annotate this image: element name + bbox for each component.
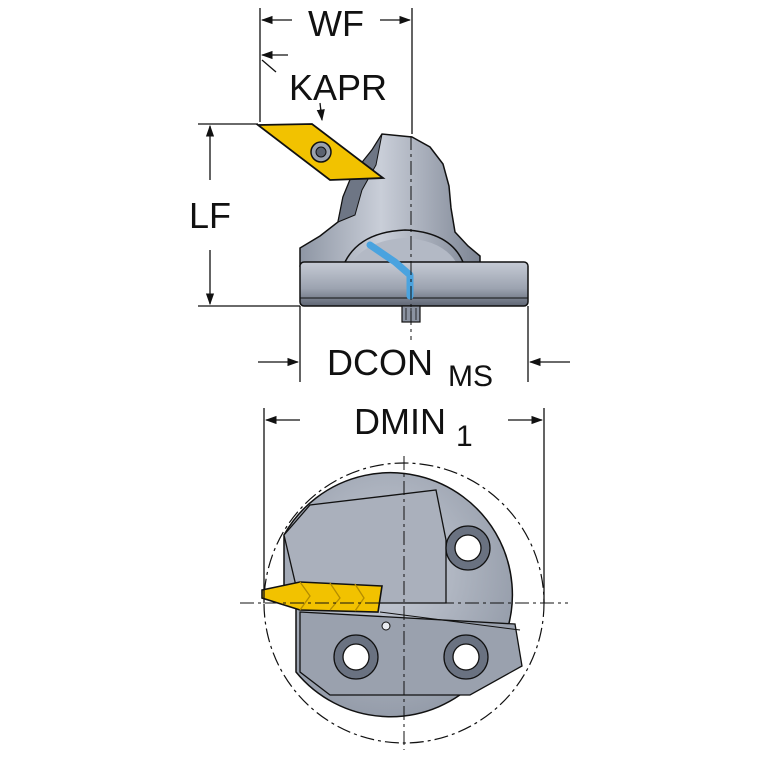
mounting-hole [333, 634, 379, 680]
saddle-arc [344, 229, 464, 263]
dcon-subscript: MS [448, 360, 493, 393]
base-plate [299, 611, 523, 696]
lf-label: LF [189, 195, 231, 236]
dcon-label: DCON [327, 342, 433, 383]
kapr-label: KAPR [289, 67, 387, 108]
mounting-hole [445, 525, 491, 571]
coolant-channel [366, 241, 414, 300]
side-view [255, 123, 529, 323]
dmin-subscript: 1 [456, 420, 473, 453]
dimensions-top [263, 408, 545, 603]
mounting-hole [443, 634, 489, 680]
wf-label: WF [308, 3, 364, 44]
dmin-label: DMIN [354, 401, 446, 442]
dimensions-side [198, 8, 570, 382]
holder-flange [299, 261, 529, 307]
top-view [261, 462, 545, 744]
